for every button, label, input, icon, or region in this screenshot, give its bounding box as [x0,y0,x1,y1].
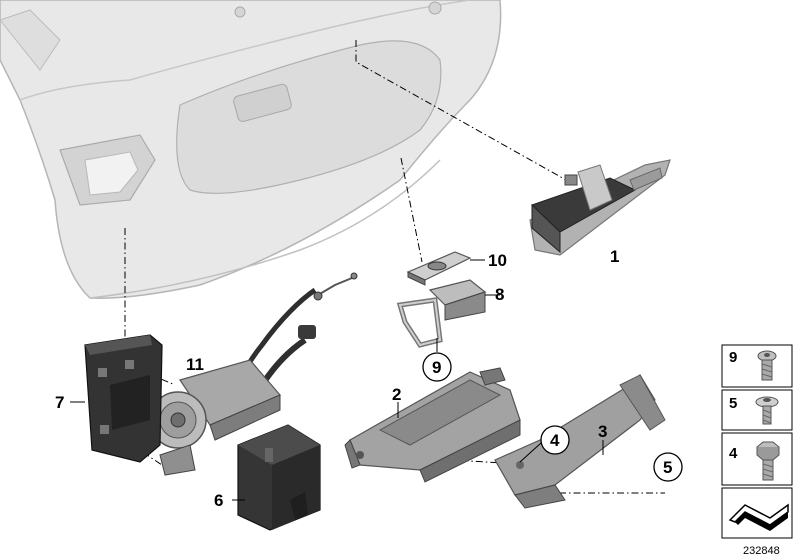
legend-cell-5 [721,389,793,431]
callout-6: 6 [214,491,223,510]
callout-circle-9 [422,352,452,382]
part-3-bracket-arm [494,374,666,509]
leader-4 [519,442,542,463]
part-2-latch [344,367,521,483]
part-10-pad [406,251,472,286]
callout-3: 3 [598,422,607,441]
legend-number-9: 9 [729,349,737,366]
callout-2: 2 [392,385,401,404]
callout-1: 1 [610,247,619,266]
torx-bolt-icon [757,350,777,381]
callout-8: 8 [495,285,504,304]
callout-circle-4 [540,425,570,455]
document-number: 232848 [743,545,780,557]
legend-cell-4 [721,432,793,486]
callout-9: 9 [432,358,441,377]
part-7-mounting-plate [84,334,163,463]
part-8-bracket [428,279,487,321]
hex-bolt-icon [756,441,780,481]
callout-7: 7 [55,393,64,412]
angled-arrow-icon [728,503,789,531]
callout-circle-5 [653,452,683,482]
callout-4: 4 [550,431,560,450]
callout-5: 5 [663,458,672,477]
part-11-actuator [149,272,358,476]
flange-screw-icon [755,396,779,425]
callout-11: 11 [186,355,204,374]
part-1-handle-switch [529,159,671,256]
legend-number-4: 4 [729,445,738,462]
part-9-striker [396,297,443,348]
tailgate-body [0,0,502,299]
callout-10: 10 [488,251,507,270]
fastener-legend: 9 5 4 [721,344,793,539]
legend-cell-9 [721,344,793,388]
legend-number-5: 5 [729,395,737,412]
part-6-control-module [237,424,321,531]
